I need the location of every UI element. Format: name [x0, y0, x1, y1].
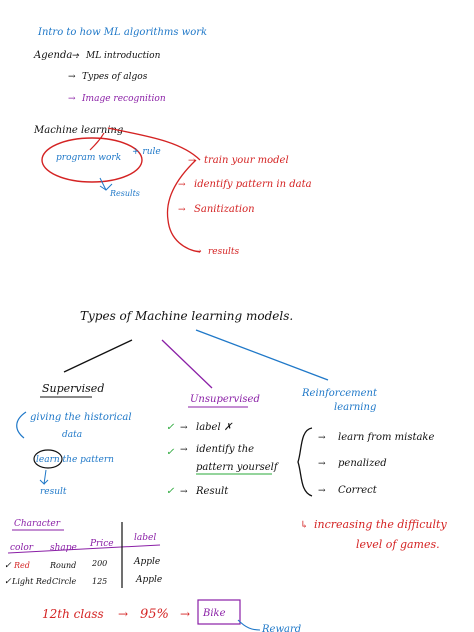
table-header-label: label	[134, 533, 156, 543]
row-1-price: 200	[91, 559, 107, 568]
agenda-item-3: Image recognition	[81, 94, 166, 104]
unsup-arrow-2: →	[180, 445, 188, 455]
step-arrow-1: →	[188, 156, 196, 166]
row-2-label: Apple	[135, 575, 162, 585]
table-heading: Character	[14, 519, 61, 529]
step-arrow-3: →	[178, 205, 186, 215]
step-1: train your model	[204, 155, 289, 166]
agenda-arrow-2: →	[68, 72, 76, 82]
steps-curve	[166, 159, 201, 253]
reward-label: Reward	[261, 624, 301, 632]
branch-supervised	[63, 339, 133, 373]
table-header-color: color	[10, 543, 34, 553]
program-circle	[41, 137, 143, 183]
unsupervised-label: Unsupervised	[190, 394, 260, 405]
supervised-label: Supervised	[42, 382, 104, 395]
historical-text-1: giving the historical	[30, 412, 132, 423]
reinf-item-3: Correct	[338, 485, 378, 496]
bottom-arrow-1: →	[118, 607, 128, 621]
increasing-arrow: ↳	[300, 520, 308, 531]
agenda-label: Agenda :	[33, 50, 79, 61]
row-1-check-icon: ✓	[4, 561, 12, 571]
reinforcement-brace	[297, 427, 313, 497]
row-2-price: 125	[92, 577, 107, 586]
learn-circle	[33, 449, 63, 469]
historical-paren	[16, 411, 27, 439]
reinf-arrow-1: →	[318, 433, 326, 443]
unsup-arrow-1: →	[180, 423, 188, 433]
row-1-color: Red	[13, 561, 30, 570]
results2-label: results	[208, 247, 240, 257]
program-label: program work	[56, 153, 121, 163]
unsup-item-2: identify the	[196, 444, 254, 455]
types-title: Types of Machine learning models.	[80, 309, 293, 323]
bottom-class: 12th class	[42, 607, 104, 621]
row-2-color: Light Red	[11, 577, 52, 586]
row-1-label: Apple	[133, 557, 160, 567]
agenda-item-1: ML introduction	[85, 51, 161, 61]
results-arrow	[99, 177, 113, 191]
step-arrow-2: →	[178, 180, 186, 190]
unsup-arrow-3: →	[180, 487, 188, 497]
reinforcement-label-1: Reinforcement	[301, 388, 378, 399]
reinf-arrow-2: →	[318, 459, 326, 469]
results-label: Results	[109, 189, 140, 198]
ml-heading: Machine learning	[33, 125, 123, 136]
reinf-item-2: penalized	[338, 458, 387, 469]
reinf-item-1: learn from mistake	[338, 432, 434, 443]
agenda-item-2: Types of algos	[82, 72, 148, 82]
step-2: identify pattern in data	[194, 179, 312, 190]
row-1-shape: Round	[49, 561, 76, 570]
increasing-text-2: level of games.	[356, 538, 440, 551]
learn-pattern: learn the pattern	[36, 455, 114, 465]
unsup-item-3: pattern yourself	[196, 462, 280, 473]
result-arrow	[39, 469, 49, 486]
intro-title: Intro to how ML algorithms work	[37, 27, 207, 38]
step-3: Sanitization	[194, 204, 255, 215]
branch-reinforcement	[195, 329, 329, 381]
row-2-check-icon: ✓	[4, 577, 12, 587]
bike-box	[197, 599, 241, 625]
reward-arrow	[237, 619, 261, 631]
table-header-shape: shape	[50, 543, 77, 553]
check-icon-2: ✓	[166, 447, 175, 458]
results2-arrow: →	[194, 247, 202, 257]
table-header-price: Price	[89, 539, 114, 549]
check-icon-3: ✓	[166, 486, 175, 497]
historical-text-2: data	[62, 430, 82, 440]
check-icon-1: ✓	[166, 422, 175, 433]
ml-down-connector	[89, 132, 105, 151]
result-label: result	[40, 487, 67, 497]
bike-label: Bike	[202, 608, 226, 619]
table-header-line	[7, 544, 161, 554]
agenda-arrow-3: →	[68, 94, 76, 104]
bottom-arrow-2: →	[180, 607, 190, 621]
bottom-percent: 95%	[140, 607, 169, 622]
agenda-arrow-1: →	[72, 51, 80, 61]
reinf-arrow-3: →	[318, 486, 326, 496]
increasing-text-1: increasing the difficulty	[314, 518, 447, 531]
reinforcement-label-2: learning	[334, 402, 376, 413]
ml-to-train-arrow	[107, 127, 201, 161]
rules-label: + rule	[132, 147, 161, 157]
unsup-item-4: Result	[195, 486, 229, 497]
row-2-shape: Circle	[52, 577, 77, 586]
branch-unsupervised	[161, 339, 213, 389]
unsup-item-1: label ✗	[196, 422, 233, 433]
